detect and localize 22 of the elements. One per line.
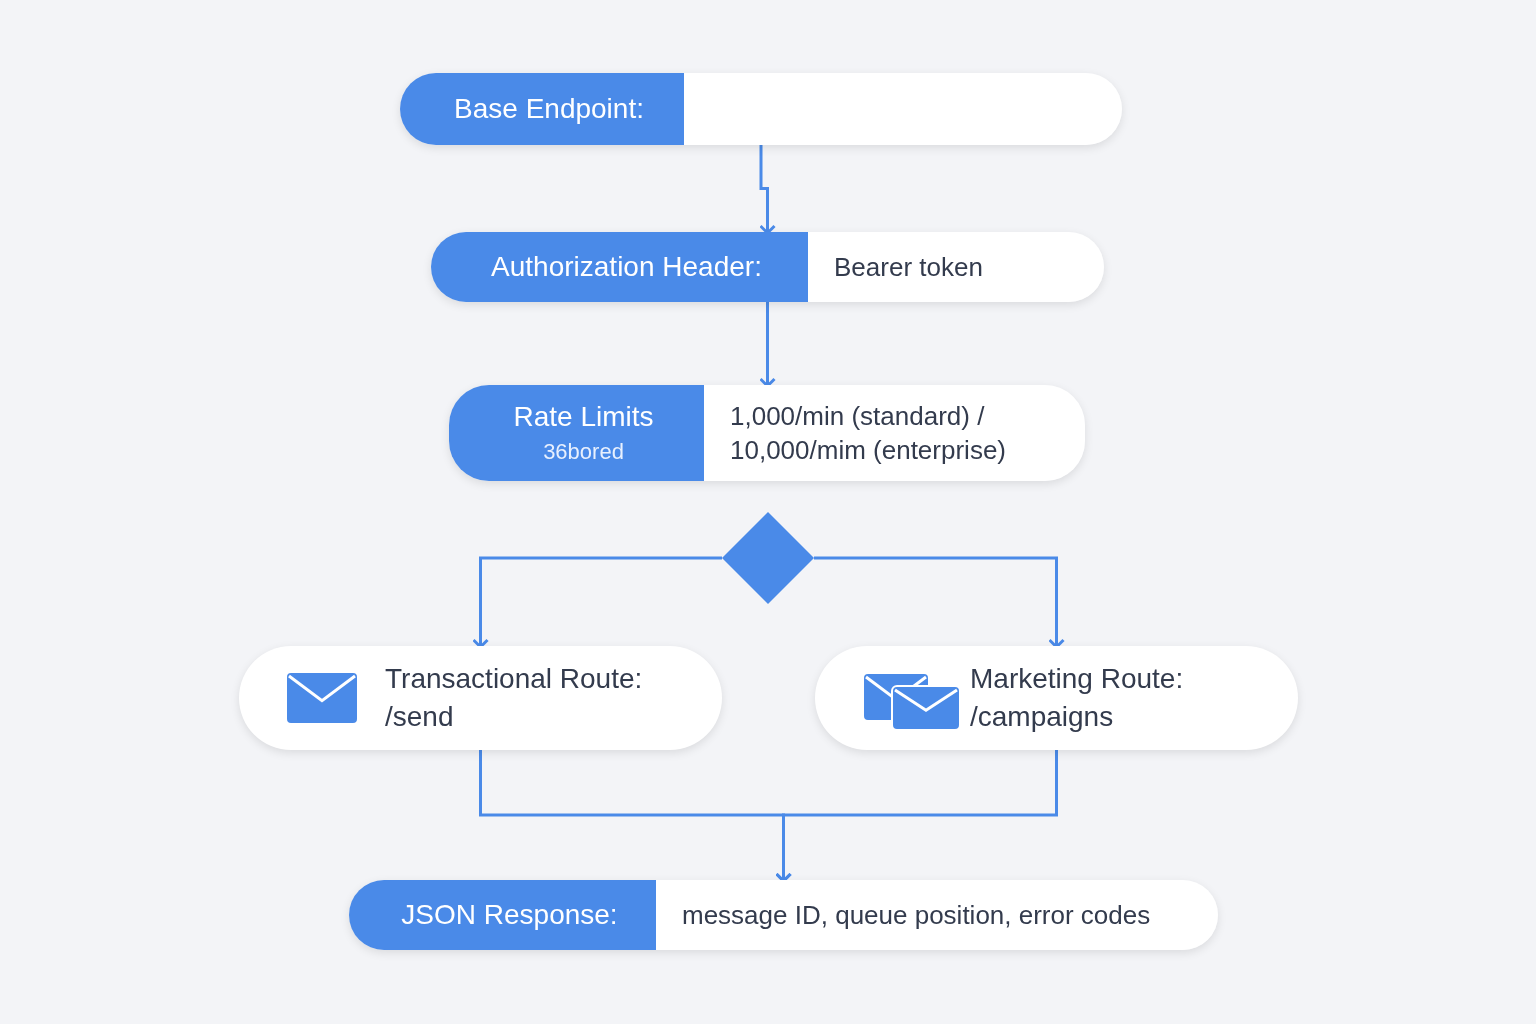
route-title: Marketing Route: — [970, 662, 1185, 696]
arrow — [472, 556, 722, 649]
field-label: Authorization Header: — [491, 251, 762, 283]
field-label: JSON Response: — [401, 899, 618, 931]
label-value-pill — [449, 385, 1085, 481]
arrow — [759, 302, 776, 388]
field-label: Rate Limits — [513, 401, 654, 433]
field-sublabel: 36bored — [543, 439, 624, 465]
field-label: Base Endpoint: — [454, 93, 644, 125]
label-value-pill — [431, 232, 1104, 302]
arrow — [814, 556, 1065, 649]
field-value: Bearer token — [834, 251, 984, 284]
arrow — [775, 750, 1058, 883]
arrow — [759, 145, 776, 235]
field-value: message ID, queue position, error codes — [682, 899, 1152, 932]
label-value-pill — [349, 880, 1218, 950]
route-path: /send — [385, 700, 455, 734]
decision-diamond — [722, 512, 814, 604]
route-path: /campaigns — [970, 700, 1115, 734]
field-value: 1,000/min (standard) / 10,000/mim (enterprise) — [730, 400, 1007, 467]
label-value-pill — [400, 73, 1122, 145]
route-title: Transactional Route: — [385, 662, 644, 696]
